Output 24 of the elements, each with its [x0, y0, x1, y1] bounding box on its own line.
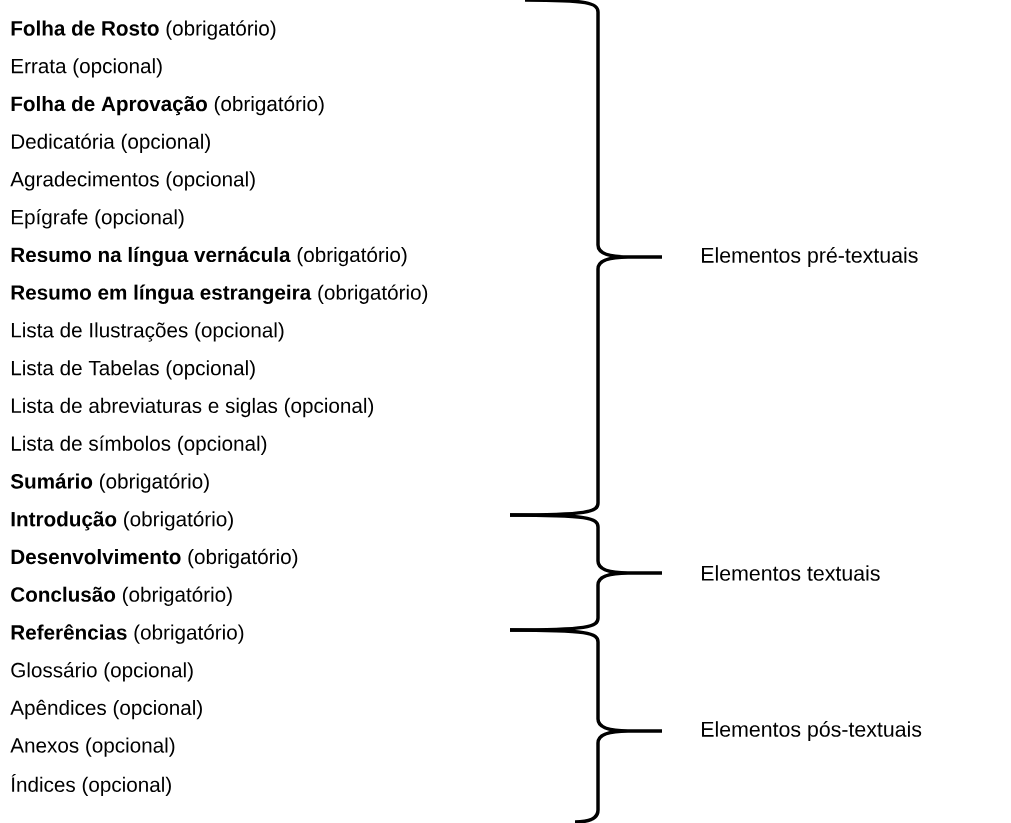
section-item: Sumário (obrigatório) — [10, 473, 209, 493]
section-item: Folha de Rosto (obrigatório) — [11, 20, 276, 40]
section-item: Folha de Aprovação (obrigatório) — [11, 95, 324, 116]
section-item: Lista de símbolos (opcional) — [11, 435, 267, 455]
group-label: Elementos textuais — [702, 565, 880, 581]
section-item: Resumo na língua vernácula (obrigatório) — [11, 246, 407, 267]
section-item: Lista de Ilustrações (opcional) — [11, 322, 284, 342]
section-item: Conclusão (obrigatório) — [11, 586, 232, 606]
section-item: Lista de Tabelas (opcional) — [11, 360, 255, 380]
section-item: Epígrafe (opcional) — [11, 209, 184, 229]
section-item: Desenvolvimento (obrigatório) — [11, 548, 298, 569]
section-item: Dedicatória (opcional) — [11, 133, 210, 153]
section-item: Introdução (obrigatório) — [11, 511, 233, 531]
section-item: Glossário (opcional) — [11, 662, 193, 682]
section-item: Apêndices (opcional) — [10, 699, 202, 720]
section-item: Índices (opcional) — [11, 773, 171, 797]
section-item: Lista de abreviaturas e siglas (opcional) — [11, 397, 374, 418]
section-item: Resumo em língua estrangeira (obrigatório) — [11, 284, 428, 304]
section-item: Anexos (opcional) — [10, 737, 175, 757]
section-item: Agradecimentos (opcional) — [10, 171, 255, 191]
group-label: Elementos pré-textuais — [702, 246, 918, 268]
group-label: Elementos pós-textuais — [702, 720, 922, 742]
section-item: Errata (opcional) — [11, 58, 162, 78]
section-item: Referências (obrigatório) — [11, 624, 244, 644]
